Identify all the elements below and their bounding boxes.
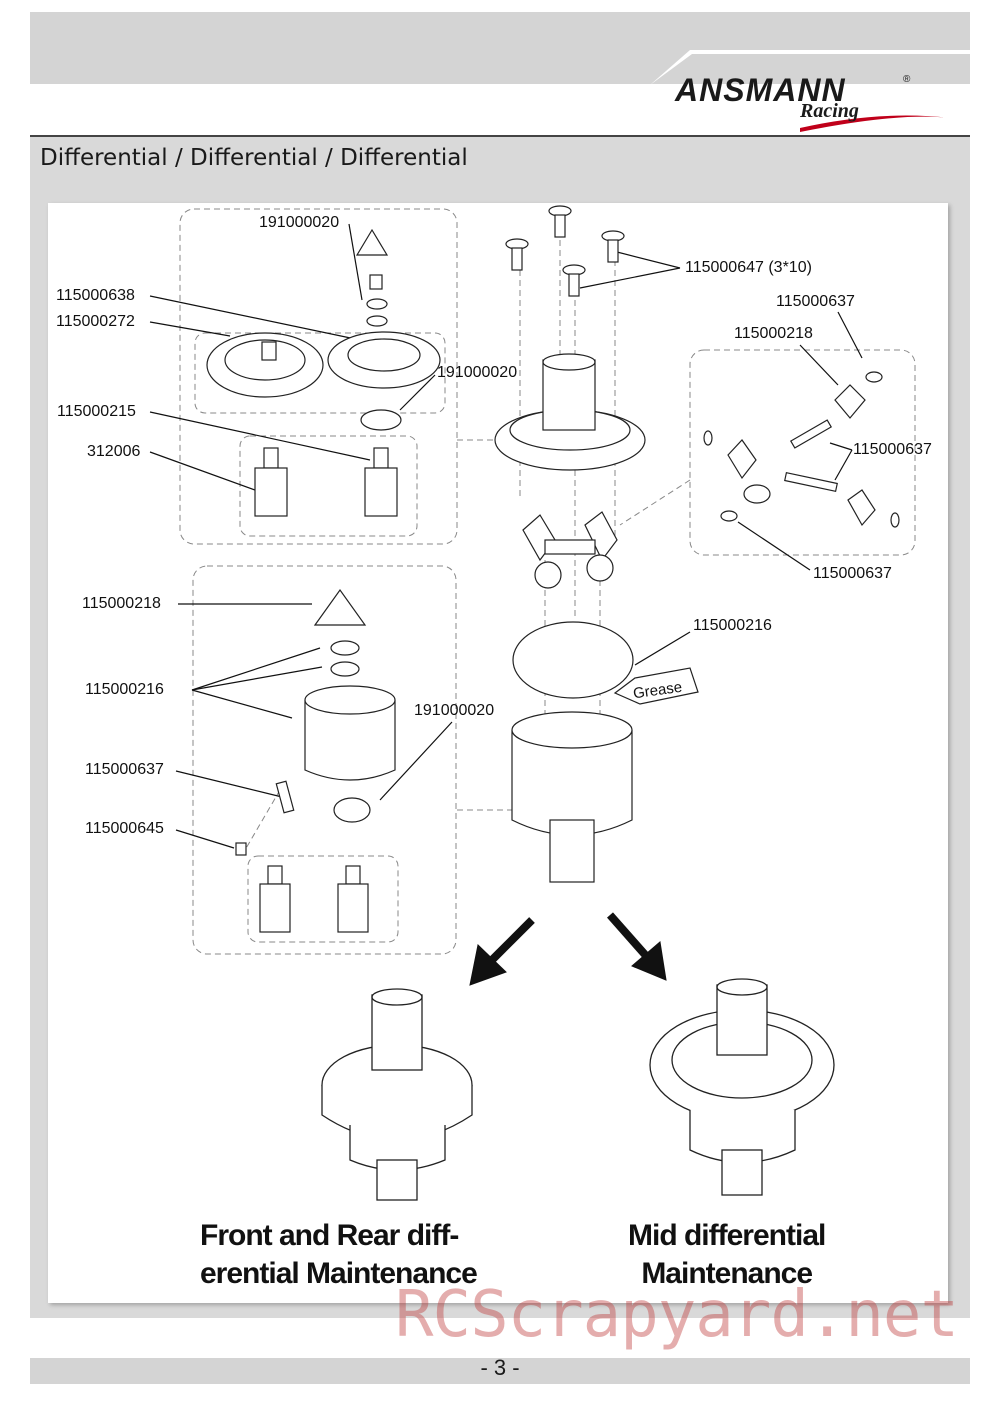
cup-outdrive-1 [263, 447, 279, 469]
part-label: 115000638 [56, 287, 135, 304]
spider-gear-right [584, 511, 618, 562]
caption-front-rear: Front and Rear diff- erential Maintenanc… [200, 1217, 478, 1293]
washer-right-top [865, 371, 883, 383]
cup-outdrive-3 [267, 865, 283, 885]
bevel-gear-large [313, 588, 367, 626]
registered-mark: ® [903, 74, 911, 85]
inset-box-right [689, 349, 916, 556]
shim-2 [330, 661, 360, 677]
caption-mid: Mid differential Maintenance [628, 1217, 826, 1293]
washer-a [366, 298, 388, 310]
washer-right-left [703, 430, 713, 446]
shim-1 [330, 640, 360, 656]
assembled-front-rear-diff [321, 988, 473, 1201]
bevel-gear-small-top [355, 228, 389, 256]
cup-outdrive-2 [373, 447, 389, 469]
screw-4 [562, 264, 586, 297]
part-label: 115000637 [813, 565, 892, 582]
washer-b [366, 315, 388, 327]
top-band [30, 12, 970, 84]
washer-right-right [890, 512, 900, 528]
assembled-mid-diff [649, 978, 835, 1196]
bottom-band [30, 1358, 970, 1384]
inset-box-cups [239, 435, 418, 537]
gear-right-mid [743, 484, 771, 504]
pin-right-1 [789, 419, 833, 449]
caption-line: erential Maintenance [200, 1257, 478, 1290]
inset-box-bottom-left [192, 565, 457, 955]
brand-logo: ANSMANN [675, 72, 846, 108]
set-screw [235, 842, 247, 856]
diff-housing [304, 700, 396, 781]
grease-tag [613, 667, 699, 705]
part-label: 115000637 [776, 293, 855, 310]
logo-swoosh [650, 50, 980, 132]
o-ring-seal [512, 621, 634, 699]
part-label: 191000020 [414, 702, 495, 719]
screw-2 [505, 238, 529, 271]
pin-right-2 [784, 471, 838, 493]
cross-pin [544, 539, 596, 555]
bearing-bottom [333, 797, 371, 823]
diff-outdrive-top [542, 359, 596, 431]
part-label: 115000216 [693, 617, 772, 634]
part-label: 115000215 [57, 403, 136, 420]
arrow-right [631, 941, 667, 981]
part-label: 115000645 [85, 820, 164, 837]
part-label: 115000647 (3*10) [685, 259, 812, 276]
screw-3 [601, 230, 625, 263]
part-label: 191000020 [437, 364, 518, 381]
caption-line: Mid differential [628, 1219, 826, 1252]
content-panel [48, 203, 948, 1303]
caption-line: Maintenance [641, 1257, 813, 1290]
bearing-top [360, 409, 402, 431]
spider-gear-bottom-left [534, 561, 562, 589]
part-label: 115000218 [82, 595, 161, 612]
part-label: 115000272 [56, 313, 135, 330]
watermark: RCScrapyard.net [395, 1278, 959, 1352]
part-label: 115000218 [734, 325, 813, 342]
part-label: 115000637 [85, 761, 164, 778]
part-label: 115000637 [853, 441, 932, 458]
bevel-gear-right-top [834, 384, 866, 419]
diff-outdrive-bottom [549, 819, 595, 883]
arrow-left [469, 944, 507, 986]
part-label: 191000020 [259, 214, 340, 231]
bevel-gear-right-bottom [847, 489, 876, 527]
bevel-gear-right-left [727, 439, 757, 480]
part-label: 115000216 [85, 681, 164, 698]
washer-right-bottom [720, 510, 738, 522]
screw-1 [548, 205, 572, 238]
inset-box-top-left [179, 208, 458, 545]
inset-box-gears [194, 332, 446, 414]
cup-outdrive-4 [345, 865, 361, 885]
brand-logo-sub: Racing [800, 100, 859, 122]
pin-small [369, 274, 383, 290]
part-label: 312006 [87, 443, 141, 460]
caption-line: Front and Rear diff- [200, 1219, 459, 1252]
pin-shaft [275, 780, 295, 814]
inset-box-cups-2 [247, 855, 399, 943]
spider-gear-bottom-right [586, 554, 614, 582]
section-header-bar [30, 135, 970, 185]
section-title: Differential / Differential / Differenti… [40, 145, 468, 171]
page-number: - 3 - [480, 1355, 520, 1380]
